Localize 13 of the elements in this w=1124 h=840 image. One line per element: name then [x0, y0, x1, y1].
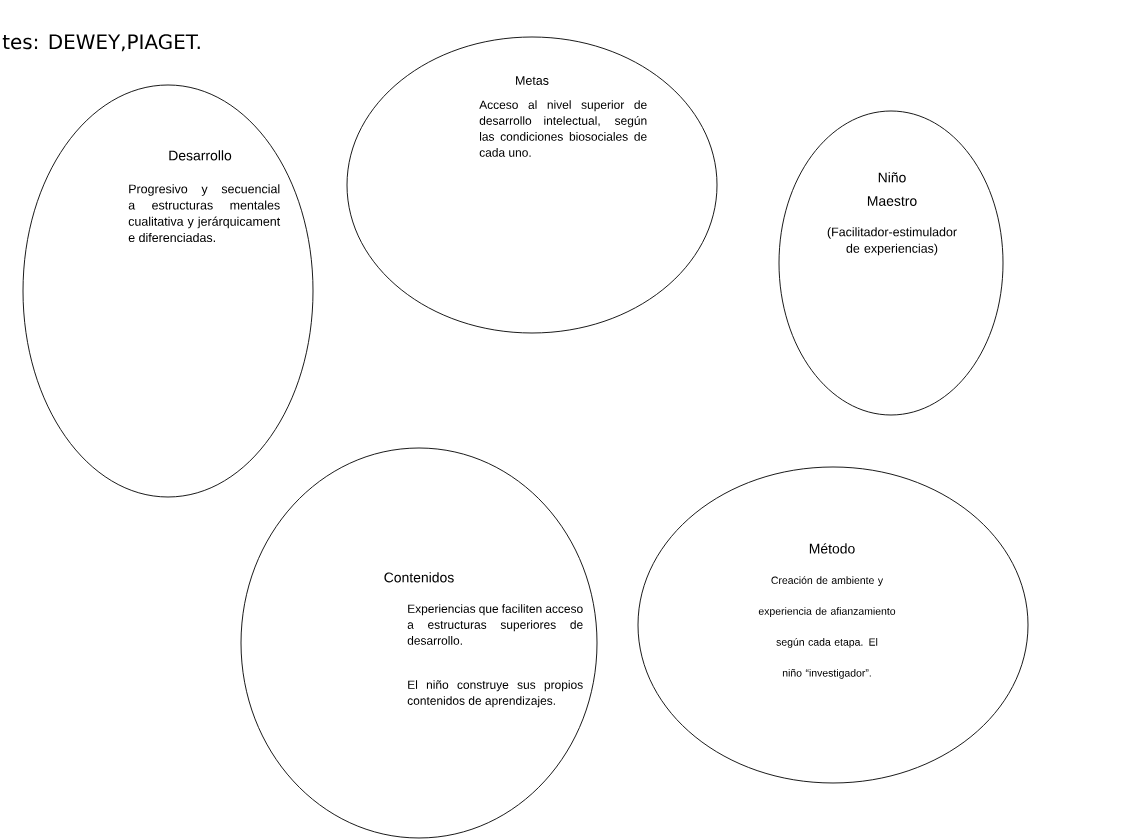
ellipse-text: El niño construye sus propios contenidos de aprendizajes. [407, 680, 583, 708]
ellipse-heading: Metas [516, 76, 549, 85]
ellipse-heading: Niño [878, 172, 906, 183]
ellipse-text: Creación de ambiente y experiencia de afianzamiento según cada etapa. El niño “investigador”. [758, 576, 896, 679]
ellipse-heading: Desarrollo [169, 150, 232, 161]
ellipse-heading: Contenidos [384, 572, 454, 583]
ellipse-text: Experiencias que faciliten acceso a estructuras superiores de desarrollo. [407, 604, 583, 645]
ellipse-heading: Método [809, 543, 855, 554]
ellipse-heading: Maestro [867, 196, 917, 206]
ellipse-text: Progresivo y secuencial a estructuras mentales cualitativa y jerárquicament e diferenciadas. [128, 184, 281, 243]
ellipse-text: Acceso al nivel superior de desarrollo intelectual, según las condiciones biosociales de cada uno. [479, 100, 647, 157]
ellipse-text: (Facilitador-estimulador de experiencias) [827, 227, 957, 256]
heading: tes: DEWEY,PIAGET. [2, 34, 200, 52]
